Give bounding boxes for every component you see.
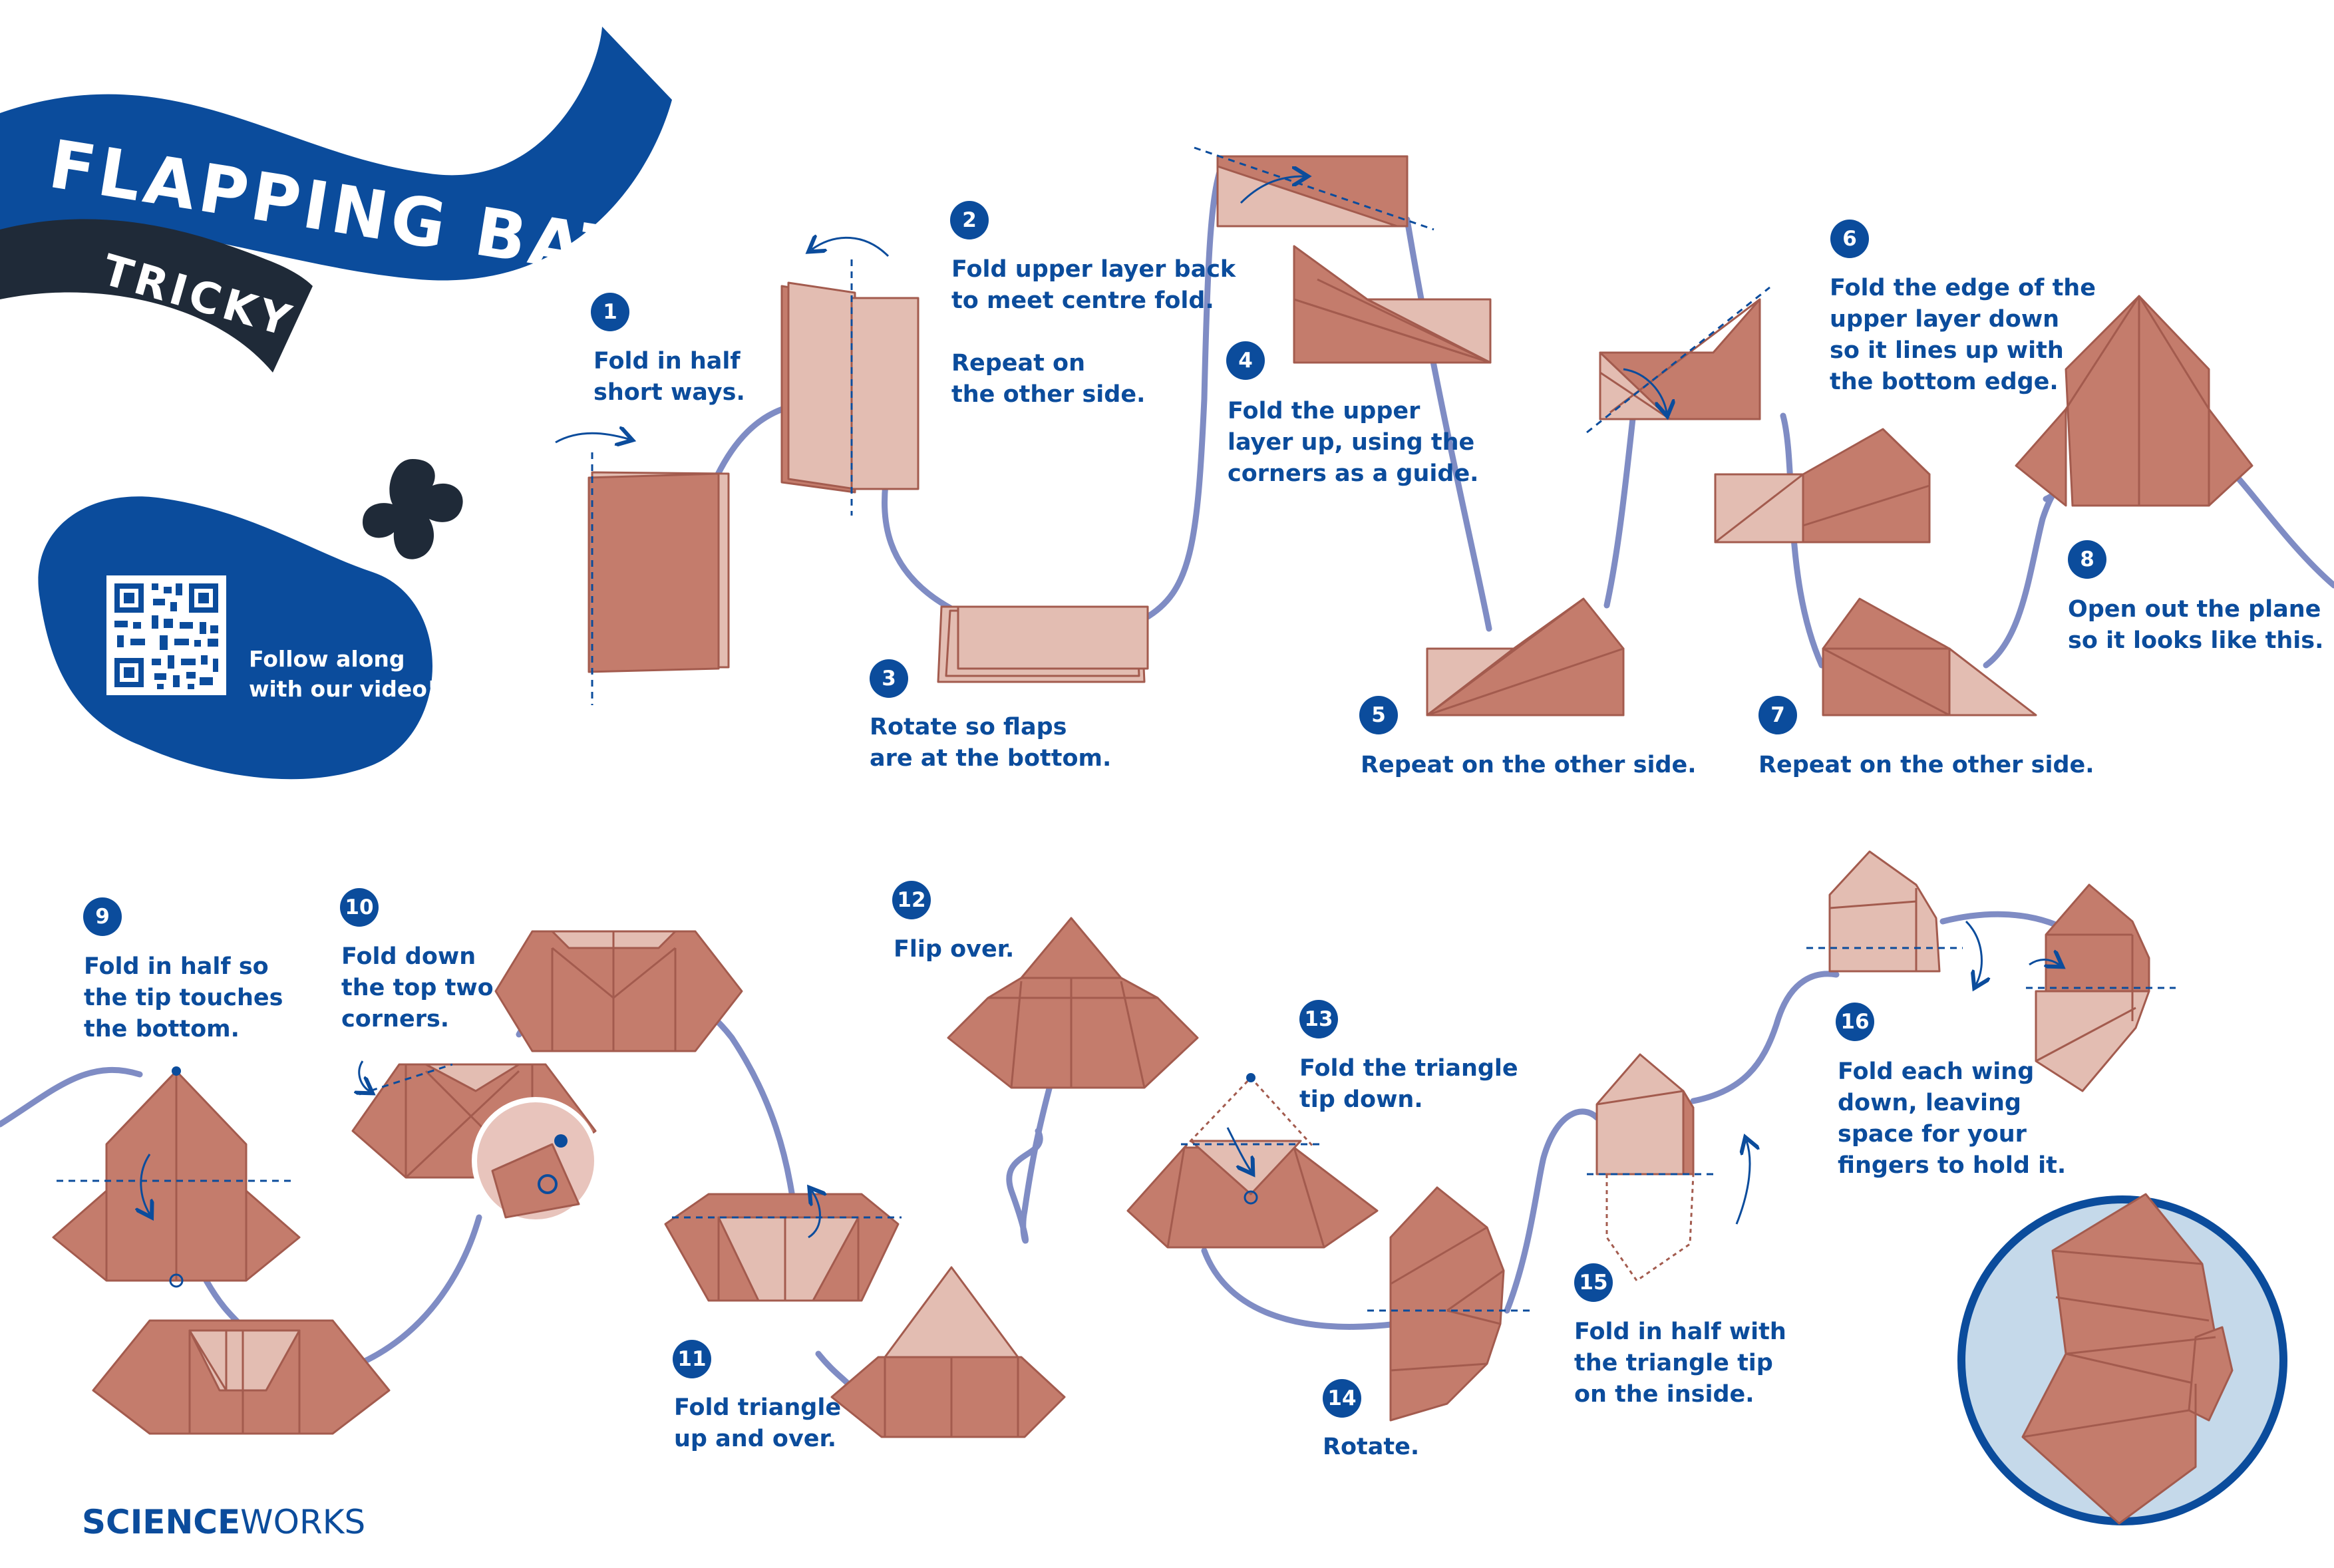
- brand-logo: SCIENCEWORKS: [82, 1503, 366, 1541]
- step-2-diagram: [780, 237, 919, 516]
- step-9-text: Fold in half so the tip touches the bott…: [84, 953, 283, 1042]
- step-12-text: Flip over.: [894, 936, 1015, 963]
- difficulty-banner: [0, 219, 313, 373]
- step-1-diagram: [555, 433, 730, 705]
- step-5-diagram: [1426, 597, 1625, 716]
- step-3-diagram: [937, 605, 1149, 683]
- step-5-text: Repeat on the other side.: [1361, 752, 1697, 778]
- step-11-diagram: [664, 1191, 902, 1302]
- qr-code[interactable]: [106, 575, 226, 695]
- step-12-diagram: [947, 917, 1199, 1089]
- step-11-number: 11: [673, 1340, 711, 1378]
- step-7-text: Repeat on the other side.: [1758, 752, 2094, 778]
- video-prompt: Follow along with our video!: [249, 646, 438, 702]
- step-3-text: Rotate so flaps are at the bottom.: [870, 714, 1112, 772]
- step-9-number: 9: [83, 897, 122, 936]
- step-14-text: Rotate.: [1323, 1434, 1420, 1460]
- step-14-number: 14: [1323, 1379, 1361, 1418]
- step-10-number: 10: [340, 888, 379, 927]
- step-13-number: 13: [1299, 1000, 1338, 1038]
- step-16-number: 16: [1836, 1003, 1874, 1041]
- step-4-number: 4: [1226, 341, 1265, 380]
- step-3-number: 3: [870, 659, 908, 698]
- step-6-diagram-bottom: [1714, 428, 1931, 544]
- step-8-number: 8: [2068, 540, 2106, 579]
- step-7-number: 7: [1758, 696, 1797, 734]
- step-4-diagram-top: [1194, 146, 1434, 231]
- step-13-text: Fold the triangle tip down.: [1299, 1055, 1518, 1113]
- connector-path-bottom: [0, 1066, 143, 1128]
- decorative-clover-icon: [363, 459, 463, 559]
- step-15-text: Fold in half with the triangle tip on th…: [1574, 1319, 1786, 1408]
- step-6-number: 6: [1830, 220, 1869, 258]
- finished-bat: [1957, 1193, 2287, 1525]
- step-10-diagram: [351, 1060, 599, 1225]
- step-11-text: Fold triangle up and over.: [674, 1394, 842, 1452]
- step-9-result: [92, 1319, 391, 1435]
- step-12-number: 12: [892, 881, 931, 919]
- step-6-text: Fold the edge of the upper layer down so…: [1830, 275, 2096, 395]
- step-6-diagram-top: [1586, 286, 1770, 434]
- step-16-text: Fold each wing down, leaving space for y…: [1838, 1058, 2067, 1179]
- step-2-number: 2: [950, 201, 989, 239]
- step-5-number: 5: [1359, 696, 1398, 734]
- title-banner: [0, 27, 672, 281]
- step-4-text: Fold the upper layer up, using the corne…: [1228, 398, 1479, 487]
- step-15-number: 15: [1574, 1263, 1613, 1302]
- step-4-diagram-bottom: [1293, 245, 1492, 364]
- step-16-diagram-top: [1806, 850, 1981, 985]
- step-10-result: [494, 930, 743, 1052]
- step-9-diagram: [52, 1066, 301, 1288]
- step-13-diagram: [1126, 1073, 1379, 1249]
- step-1-text: Fold in half short ways.: [593, 348, 745, 406]
- step-7-diagram: [1822, 597, 2037, 716]
- step-1-number: 1: [591, 293, 629, 331]
- step-10-text: Fold down the top two corners.: [341, 943, 494, 1032]
- qr-blob: [38, 496, 433, 780]
- step-15-diagram: [1587, 1053, 1750, 1283]
- step-11-result: [830, 1266, 1066, 1438]
- step-8-diagram: [2015, 295, 2253, 507]
- step-8-text: Open out the plane so it looks like this…: [2068, 596, 2324, 654]
- step-16-diagram-bottom: [2026, 883, 2176, 1092]
- step-14-diagram: [1367, 1186, 1530, 1422]
- step-2-text: Fold upper layer back to meet centre fol…: [951, 256, 1236, 408]
